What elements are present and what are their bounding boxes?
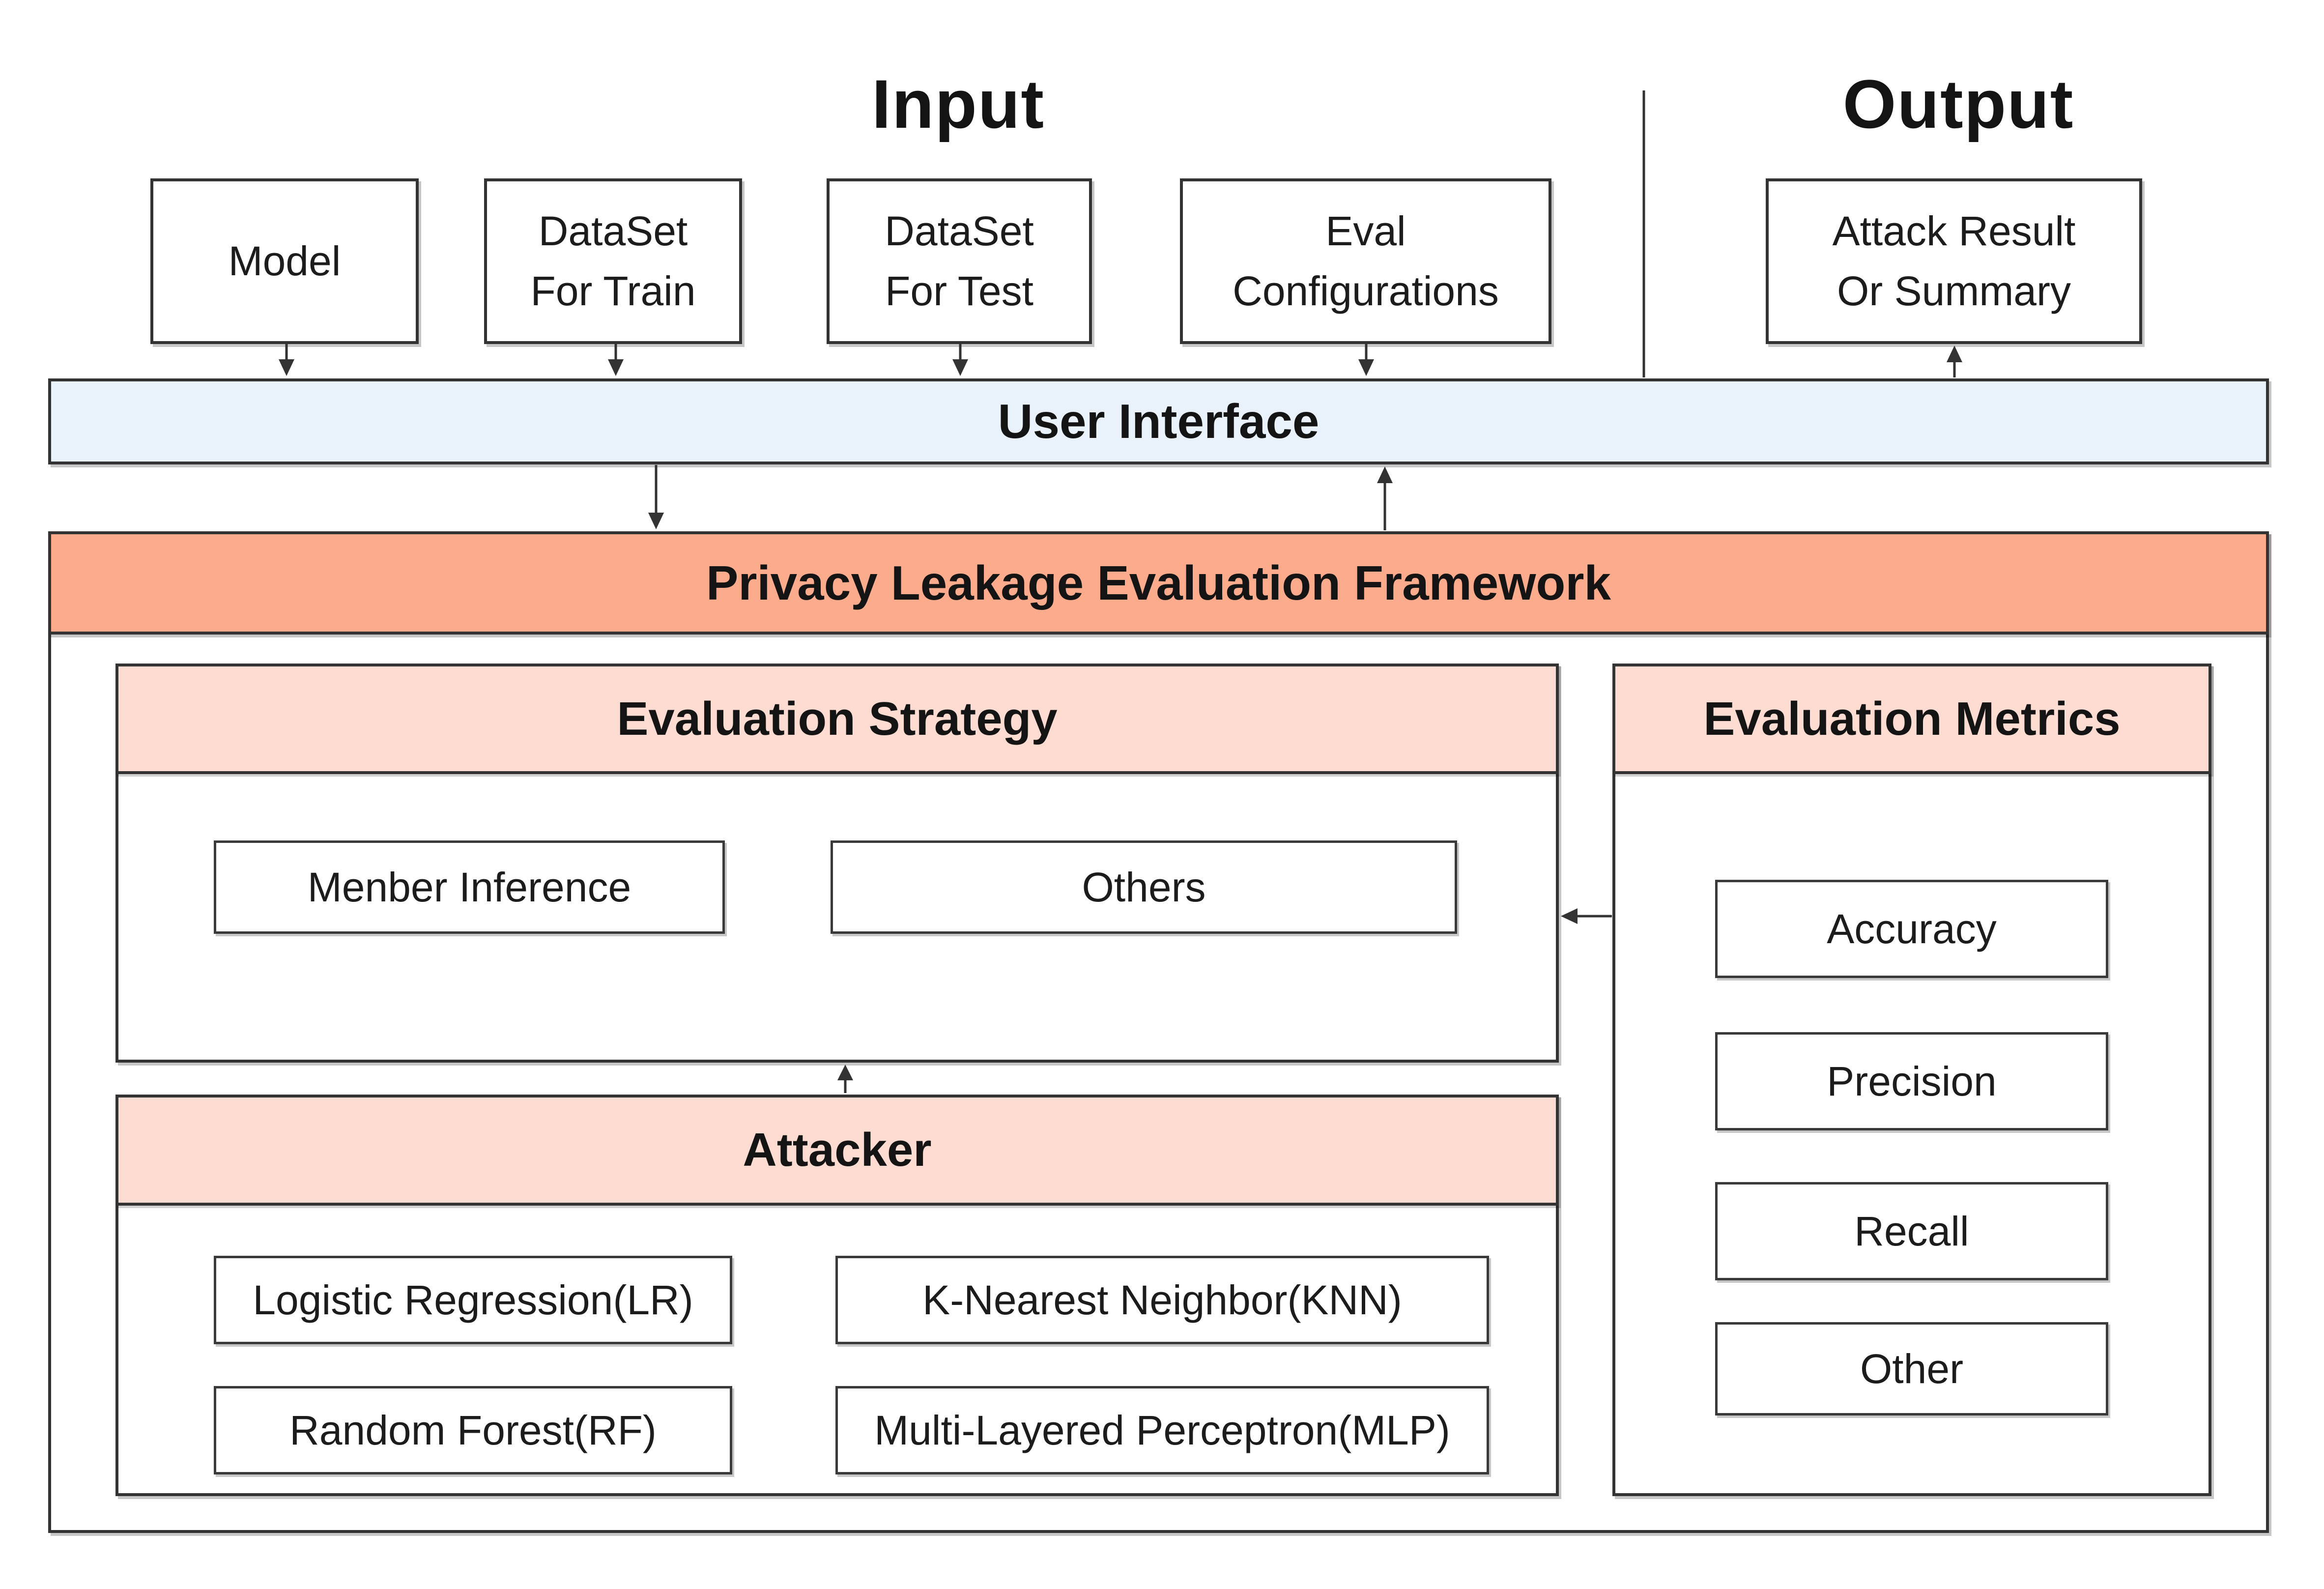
arrow-framework-to-ui <box>1377 466 1393 530</box>
input-box-eval-configurations: Eval Configurations <box>1180 178 1551 344</box>
input-box-model: Model <box>150 178 419 344</box>
framework-title-bar: Privacy Leakage Evaluation Framework <box>48 531 2269 635</box>
arrow-dataset-train-to-ui <box>608 344 624 376</box>
evaluation-metrics-header: Evaluation Metrics <box>1612 664 2211 774</box>
evaluation-strategy-header: Evaluation Strategy <box>115 664 1559 774</box>
attacker-box-logistic-regression: Logistic Regression(LR) <box>214 1256 732 1344</box>
attacker-box-random-forest: Random Forest(RF) <box>214 1386 732 1474</box>
attacker-box-knn: K-Nearest Neighbor(KNN) <box>835 1256 1489 1344</box>
user-interface-bar: User Interface <box>48 378 2269 464</box>
arrow-eval-config-to-ui <box>1358 344 1374 376</box>
attacker-title: Attacker <box>743 1124 932 1176</box>
arrow-ui-to-attack-result <box>1947 346 1962 377</box>
arrow-ui-to-framework <box>648 465 664 529</box>
attacker-header: Attacker <box>115 1095 1559 1206</box>
input-box-dataset-for-test: DataSet For Test <box>827 178 1092 344</box>
arrow-model-to-ui <box>279 344 294 376</box>
evaluation-strategy-title: Evaluation Strategy <box>617 692 1058 745</box>
metrics-box-other: Other <box>1715 1322 2108 1416</box>
input-box-dataset-for-train: DataSet For Train <box>484 178 742 344</box>
metrics-box-recall: Recall <box>1715 1182 2108 1280</box>
arrow-dataset-test-to-ui <box>952 344 968 376</box>
output-column-title: Output <box>1842 65 2074 143</box>
strategy-box-others: Others <box>831 840 1457 934</box>
metrics-box-precision: Precision <box>1715 1032 2108 1130</box>
evaluation-metrics-title: Evaluation Metrics <box>1703 692 2121 745</box>
strategy-box-menber-inference: Menber Inference <box>214 840 725 934</box>
input-column-title: Input <box>871 65 1045 143</box>
attacker-box-mlp: Multi-Layered Perceptron(MLP) <box>835 1386 1489 1474</box>
output-box-attack-result: Attack Result Or Summary <box>1766 178 2142 344</box>
framework-title-label: Privacy Leakage Evaluation Framework <box>706 555 1611 610</box>
user-interface-label: User Interface <box>998 394 1320 448</box>
metrics-box-accuracy: Accuracy <box>1715 880 2108 978</box>
